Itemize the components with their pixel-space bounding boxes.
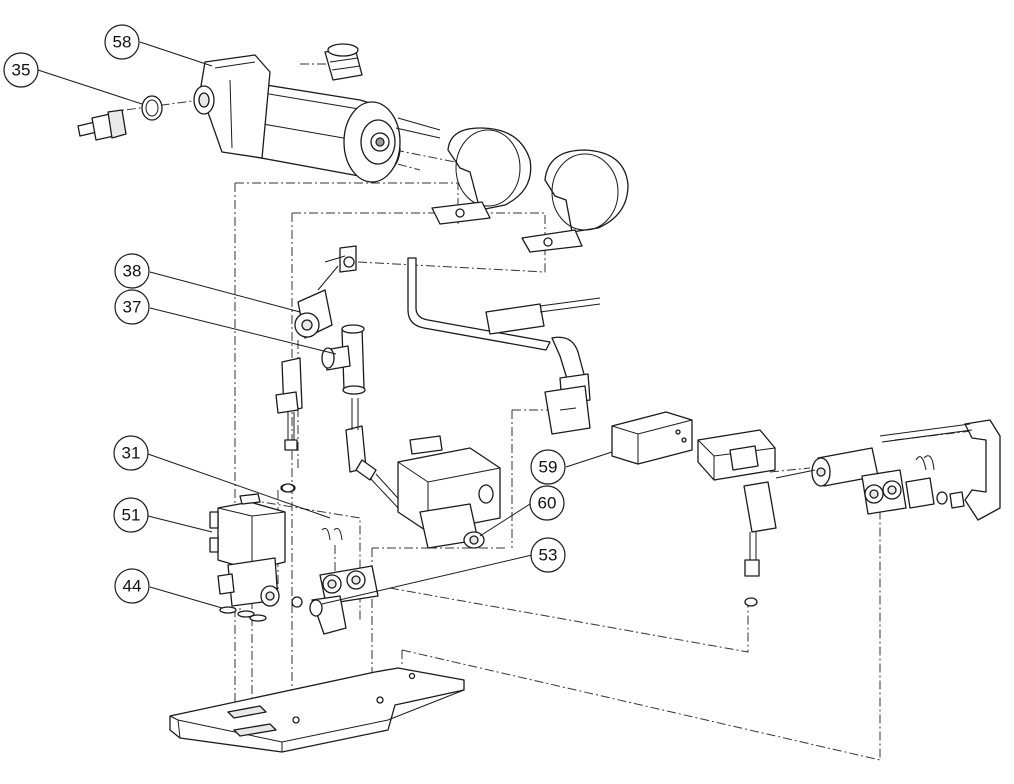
pump-outlet-fitting — [324, 43, 363, 81]
u-frame-right — [879, 419, 1001, 521]
sensor-bracket — [697, 429, 776, 481]
callout-53-label: 53 — [539, 546, 558, 565]
callout-44-label: 44 — [123, 577, 142, 596]
washers-44 — [219, 606, 267, 622]
motor-mounting-clamp — [521, 149, 629, 253]
callout-leaders — [37, 41, 613, 609]
callout-38-label: 38 — [123, 262, 142, 281]
tube-elbow-center — [345, 398, 406, 511]
hose-barb-fitting — [77, 109, 127, 141]
base-plate — [169, 667, 465, 753]
pump-motor — [193, 54, 441, 183]
tube-clip-fitting — [317, 245, 357, 291]
callout-59: 59 — [530, 449, 566, 485]
callout-59-label: 59 — [539, 458, 558, 477]
upper-tube-assembly — [407, 257, 601, 435]
callout-58: 58 — [104, 24, 140, 60]
tube-elbow-left — [275, 357, 303, 493]
solenoid-valve-51 — [209, 493, 286, 607]
elbow-fitting-53 — [309, 595, 347, 635]
small-washer — [291, 596, 303, 608]
solenoid-valve-60 — [397, 435, 501, 549]
callout-35-label: 35 — [12, 61, 31, 80]
callout-37-label: 37 — [123, 298, 142, 317]
callout-31: 31 — [113, 435, 149, 471]
callout-51-label: 51 — [122, 506, 141, 525]
callout-60-label: 60 — [538, 494, 557, 513]
flow-sensor — [294, 289, 333, 339]
right-fitting-block — [861, 455, 965, 515]
callout-51: 51 — [113, 497, 149, 533]
tee-fitting — [321, 324, 366, 395]
callout-58-label: 58 — [113, 33, 132, 52]
callout-35: 35 — [3, 52, 39, 88]
callout-44: 44 — [114, 568, 150, 604]
callout-53: 53 — [530, 537, 566, 573]
block-59 — [611, 411, 693, 465]
o-ring-35 — [141, 95, 163, 121]
callout-60: 60 — [529, 485, 565, 521]
assembly-lines — [109, 63, 981, 761]
callout-38: 38 — [114, 253, 150, 289]
callout-31-label: 31 — [122, 444, 141, 463]
motor-mounting-clamp — [431, 127, 532, 225]
callout-37: 37 — [114, 289, 150, 325]
tube-clip-right — [743, 481, 777, 607]
